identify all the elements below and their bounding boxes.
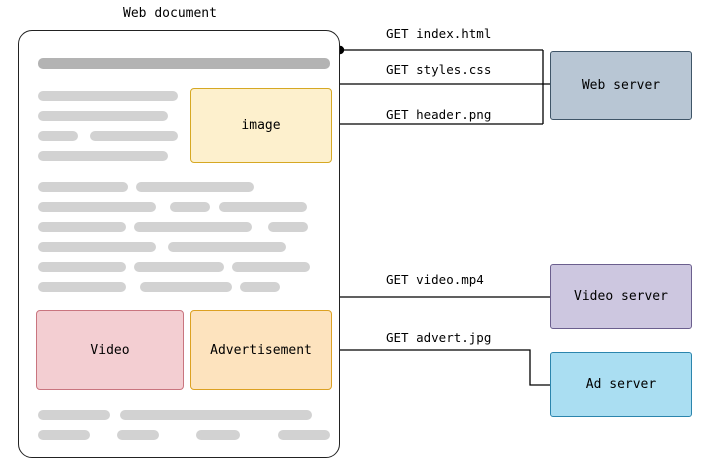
skeleton-text-bar [38,222,126,232]
skeleton-text-bar [196,430,240,440]
skeleton-text-bar [38,410,110,420]
skeleton-text-bar [268,222,308,232]
skeleton-text-bar [140,282,232,292]
skeleton-text-bar [38,430,90,440]
request-label-advert-jpg: GET advert.jpg [386,330,492,345]
skeleton-text-bar [134,262,224,272]
skeleton-text-bar [170,202,210,212]
skeleton-text-bar [38,202,156,212]
skeleton-text-bar [38,182,128,192]
skeleton-text-bar [38,282,126,292]
connector-advert-jpg [331,349,550,386]
skeleton-text-bar [38,91,178,101]
video-server-node[interactable]: Video server [550,264,692,329]
skeleton-text-bar [134,222,252,232]
skeleton-text-bar [278,430,330,440]
ad-server-node[interactable]: Ad server [550,352,692,417]
web-server-node[interactable]: Web server [550,51,692,120]
document-image-block[interactable]: image [190,88,332,163]
request-label-video-mp4: GET video.mp4 [386,272,484,287]
skeleton-text-bar [38,131,78,141]
page-title: Web document [123,6,217,21]
skeleton-text-bar [120,410,312,420]
request-label-styles-css: GET styles.css [386,62,492,77]
skeleton-text-bar [117,430,159,440]
skeleton-text-bar [219,202,307,212]
skeleton-text-bar [240,282,280,292]
skeleton-header-bar [38,58,330,69]
skeleton-text-bar [136,182,254,192]
request-label-index-html: GET index.html [386,26,492,41]
skeleton-text-bar [38,242,156,252]
request-label-header-png: GET header.png [386,107,492,122]
skeleton-text-bar [168,242,286,252]
document-video-block[interactable]: Video [36,310,184,390]
document-advertisement-block[interactable]: Advertisement [190,310,332,390]
skeleton-text-bar [232,262,310,272]
skeleton-text-bar [38,111,168,121]
skeleton-text-bar [38,262,126,272]
skeleton-text-bar [38,151,168,161]
skeleton-text-bar [90,131,178,141]
